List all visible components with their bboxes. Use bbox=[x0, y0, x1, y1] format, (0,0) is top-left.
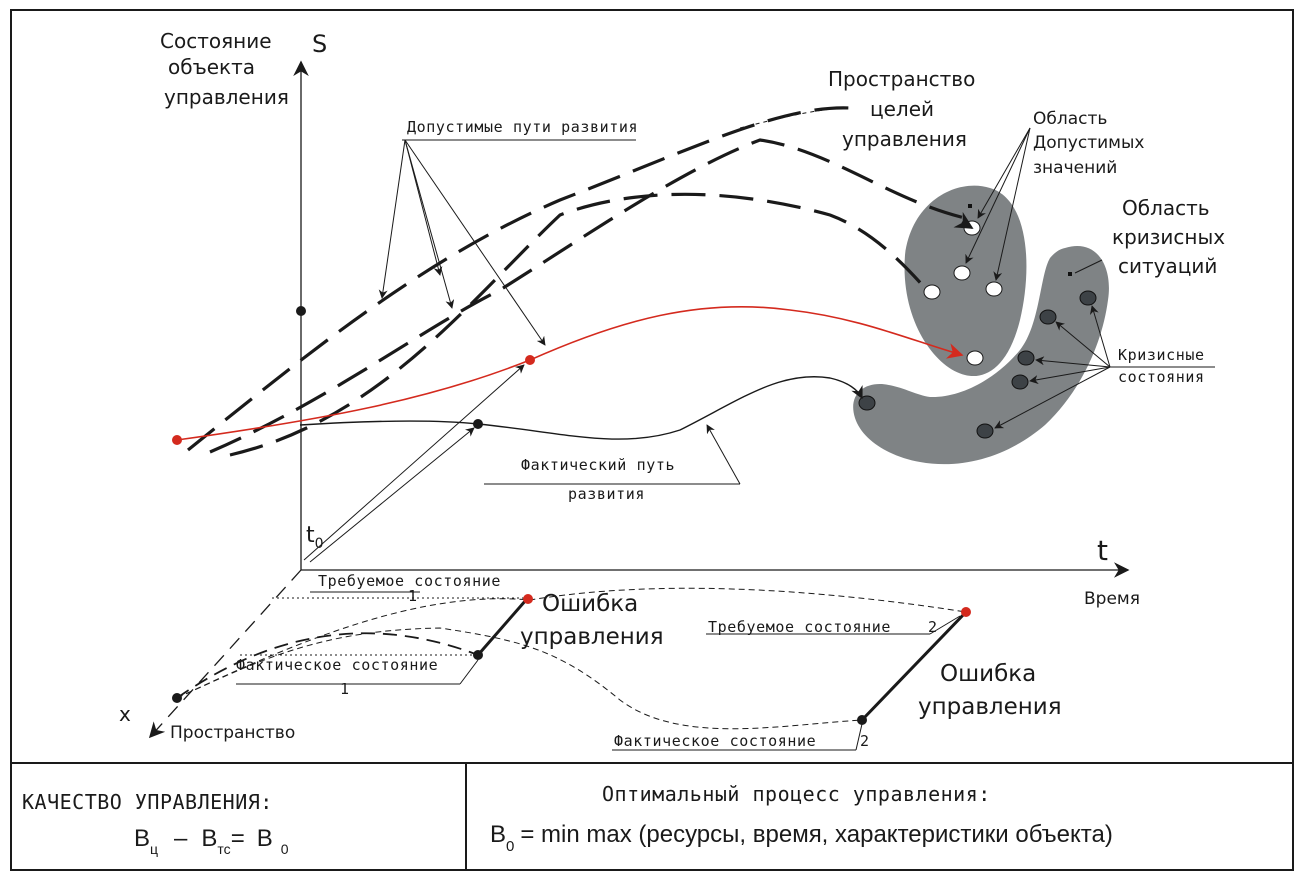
crisis-region bbox=[853, 246, 1109, 465]
axis-x-symbol: x bbox=[119, 702, 131, 726]
axis-s-symbol: S bbox=[312, 30, 327, 58]
diagram-frame bbox=[10, 9, 1294, 871]
axis-s-label-line: управления bbox=[164, 85, 289, 109]
red-mid-point bbox=[525, 355, 535, 365]
actual-state-1-index: 1 bbox=[340, 680, 350, 698]
actual-state-2-index: 2 bbox=[860, 732, 870, 750]
control-error-2-line: управления bbox=[918, 694, 1062, 720]
axis-s-label-line: объекта bbox=[168, 55, 255, 79]
goal-space-label-line: целей bbox=[870, 97, 934, 121]
allowed-path-top bbox=[186, 106, 851, 452]
allowed-paths-callouts bbox=[378, 139, 636, 346]
red-start-point bbox=[172, 435, 182, 445]
allowed-region-label-line: значений bbox=[1033, 158, 1117, 178]
t0-label: t0 bbox=[306, 523, 324, 552]
allowed-region-label-line: Область bbox=[1033, 109, 1107, 129]
goal-space-label-line: Пространство bbox=[828, 67, 975, 91]
quality-title: КАЧЕСТВО УПРАВЛЕНИЯ: bbox=[22, 790, 273, 814]
control-error-2-label: Ошибка управления bbox=[918, 661, 1062, 720]
control-error-1-segment bbox=[476, 599, 528, 656]
actual-state-2-label: Фактическое состояние bbox=[614, 732, 816, 750]
optimal-formula: B0= min max (ресурсы, время, характерист… bbox=[490, 821, 1113, 855]
allowed-paths bbox=[186, 106, 966, 457]
required-state-2-label: Требуемое состояние bbox=[708, 618, 891, 636]
x-axis bbox=[148, 569, 302, 739]
crisis-point bbox=[976, 423, 994, 439]
crisis-point bbox=[1079, 290, 1097, 306]
crisis-states-label-line: состояния bbox=[1118, 368, 1205, 386]
goal-space-label-line: управления bbox=[842, 127, 967, 151]
crisis-region-label-line: ситуаций bbox=[1118, 254, 1217, 278]
control-error-1-label: Ошибка управления bbox=[520, 591, 664, 650]
allowed-region-label-line: Допустимых bbox=[1033, 133, 1144, 153]
actual-state-1-point bbox=[473, 650, 483, 660]
allowed-value-points bbox=[923, 220, 1003, 366]
crisis-point bbox=[1039, 309, 1057, 325]
allowed-path-middle bbox=[209, 138, 966, 454]
actual-state-2-point bbox=[857, 715, 867, 725]
crisis-region-label-line: Область bbox=[1122, 196, 1210, 220]
space-plane bbox=[172, 587, 971, 751]
allowed-point bbox=[985, 281, 1003, 297]
allowed-point bbox=[953, 265, 971, 281]
required-path bbox=[176, 305, 964, 441]
axis-x-label: Пространство bbox=[170, 723, 295, 743]
required-state-1-label: Требуемое состояние bbox=[318, 572, 501, 590]
crisis-region-label: Область кризисных ситуаций bbox=[1112, 196, 1225, 278]
crisis-point bbox=[858, 395, 876, 411]
actual-state-1-label: Фактическое состояние bbox=[236, 656, 438, 674]
axis-s-label-line: Состояние bbox=[160, 29, 272, 53]
crisis-states-callouts bbox=[994, 305, 1215, 429]
optimal-title: Оптимальный процесс управления: bbox=[602, 782, 991, 806]
allowed-region-callouts bbox=[965, 127, 1031, 281]
required-state-1-point bbox=[523, 594, 533, 604]
required-state-2-point bbox=[961, 607, 971, 617]
allowed-region-label: Область Допустимых значений bbox=[1033, 109, 1144, 178]
required-state-1-index: 1 bbox=[408, 587, 418, 605]
control-error-2-segment bbox=[860, 610, 968, 722]
control-error-1-line: Ошибка bbox=[542, 591, 638, 617]
crisis-region-label-line: кризисных bbox=[1112, 225, 1225, 249]
crisis-point bbox=[1017, 350, 1035, 366]
actual-path-label: Фактический путь развития bbox=[521, 456, 675, 503]
actual-path bbox=[299, 376, 863, 440]
actual-path-callout bbox=[484, 424, 741, 485]
control-error-2-line: Ошибка bbox=[940, 661, 1036, 687]
axis-t-symbol: t bbox=[1097, 534, 1108, 567]
crisis-states-label: Кризисные состояния bbox=[1118, 346, 1205, 386]
crisis-point bbox=[1011, 374, 1029, 390]
goal-space-label: Пространство целей управления bbox=[828, 67, 975, 151]
actual-path-label-line: Фактический путь bbox=[521, 456, 675, 474]
crisis-points bbox=[858, 290, 1097, 439]
actual-path-label-line: развития bbox=[568, 485, 645, 503]
allowed-paths-label: Допустимые пути развития bbox=[407, 118, 638, 136]
s-axis-point bbox=[296, 306, 306, 316]
crisis-states-label-line: Кризисные bbox=[1118, 346, 1205, 364]
goal-region bbox=[904, 185, 1027, 377]
actual-mid-point bbox=[473, 419, 483, 429]
control-error-1-line: управления bbox=[520, 624, 664, 650]
required-state-2-index: 2 bbox=[928, 618, 938, 636]
axis-t-label: Время bbox=[1084, 589, 1140, 609]
axis-s-label: Состояние объекта управления bbox=[160, 29, 289, 109]
allowed-point bbox=[966, 350, 984, 366]
allowed-path-lower bbox=[229, 192, 927, 457]
allowed-point bbox=[923, 284, 941, 300]
